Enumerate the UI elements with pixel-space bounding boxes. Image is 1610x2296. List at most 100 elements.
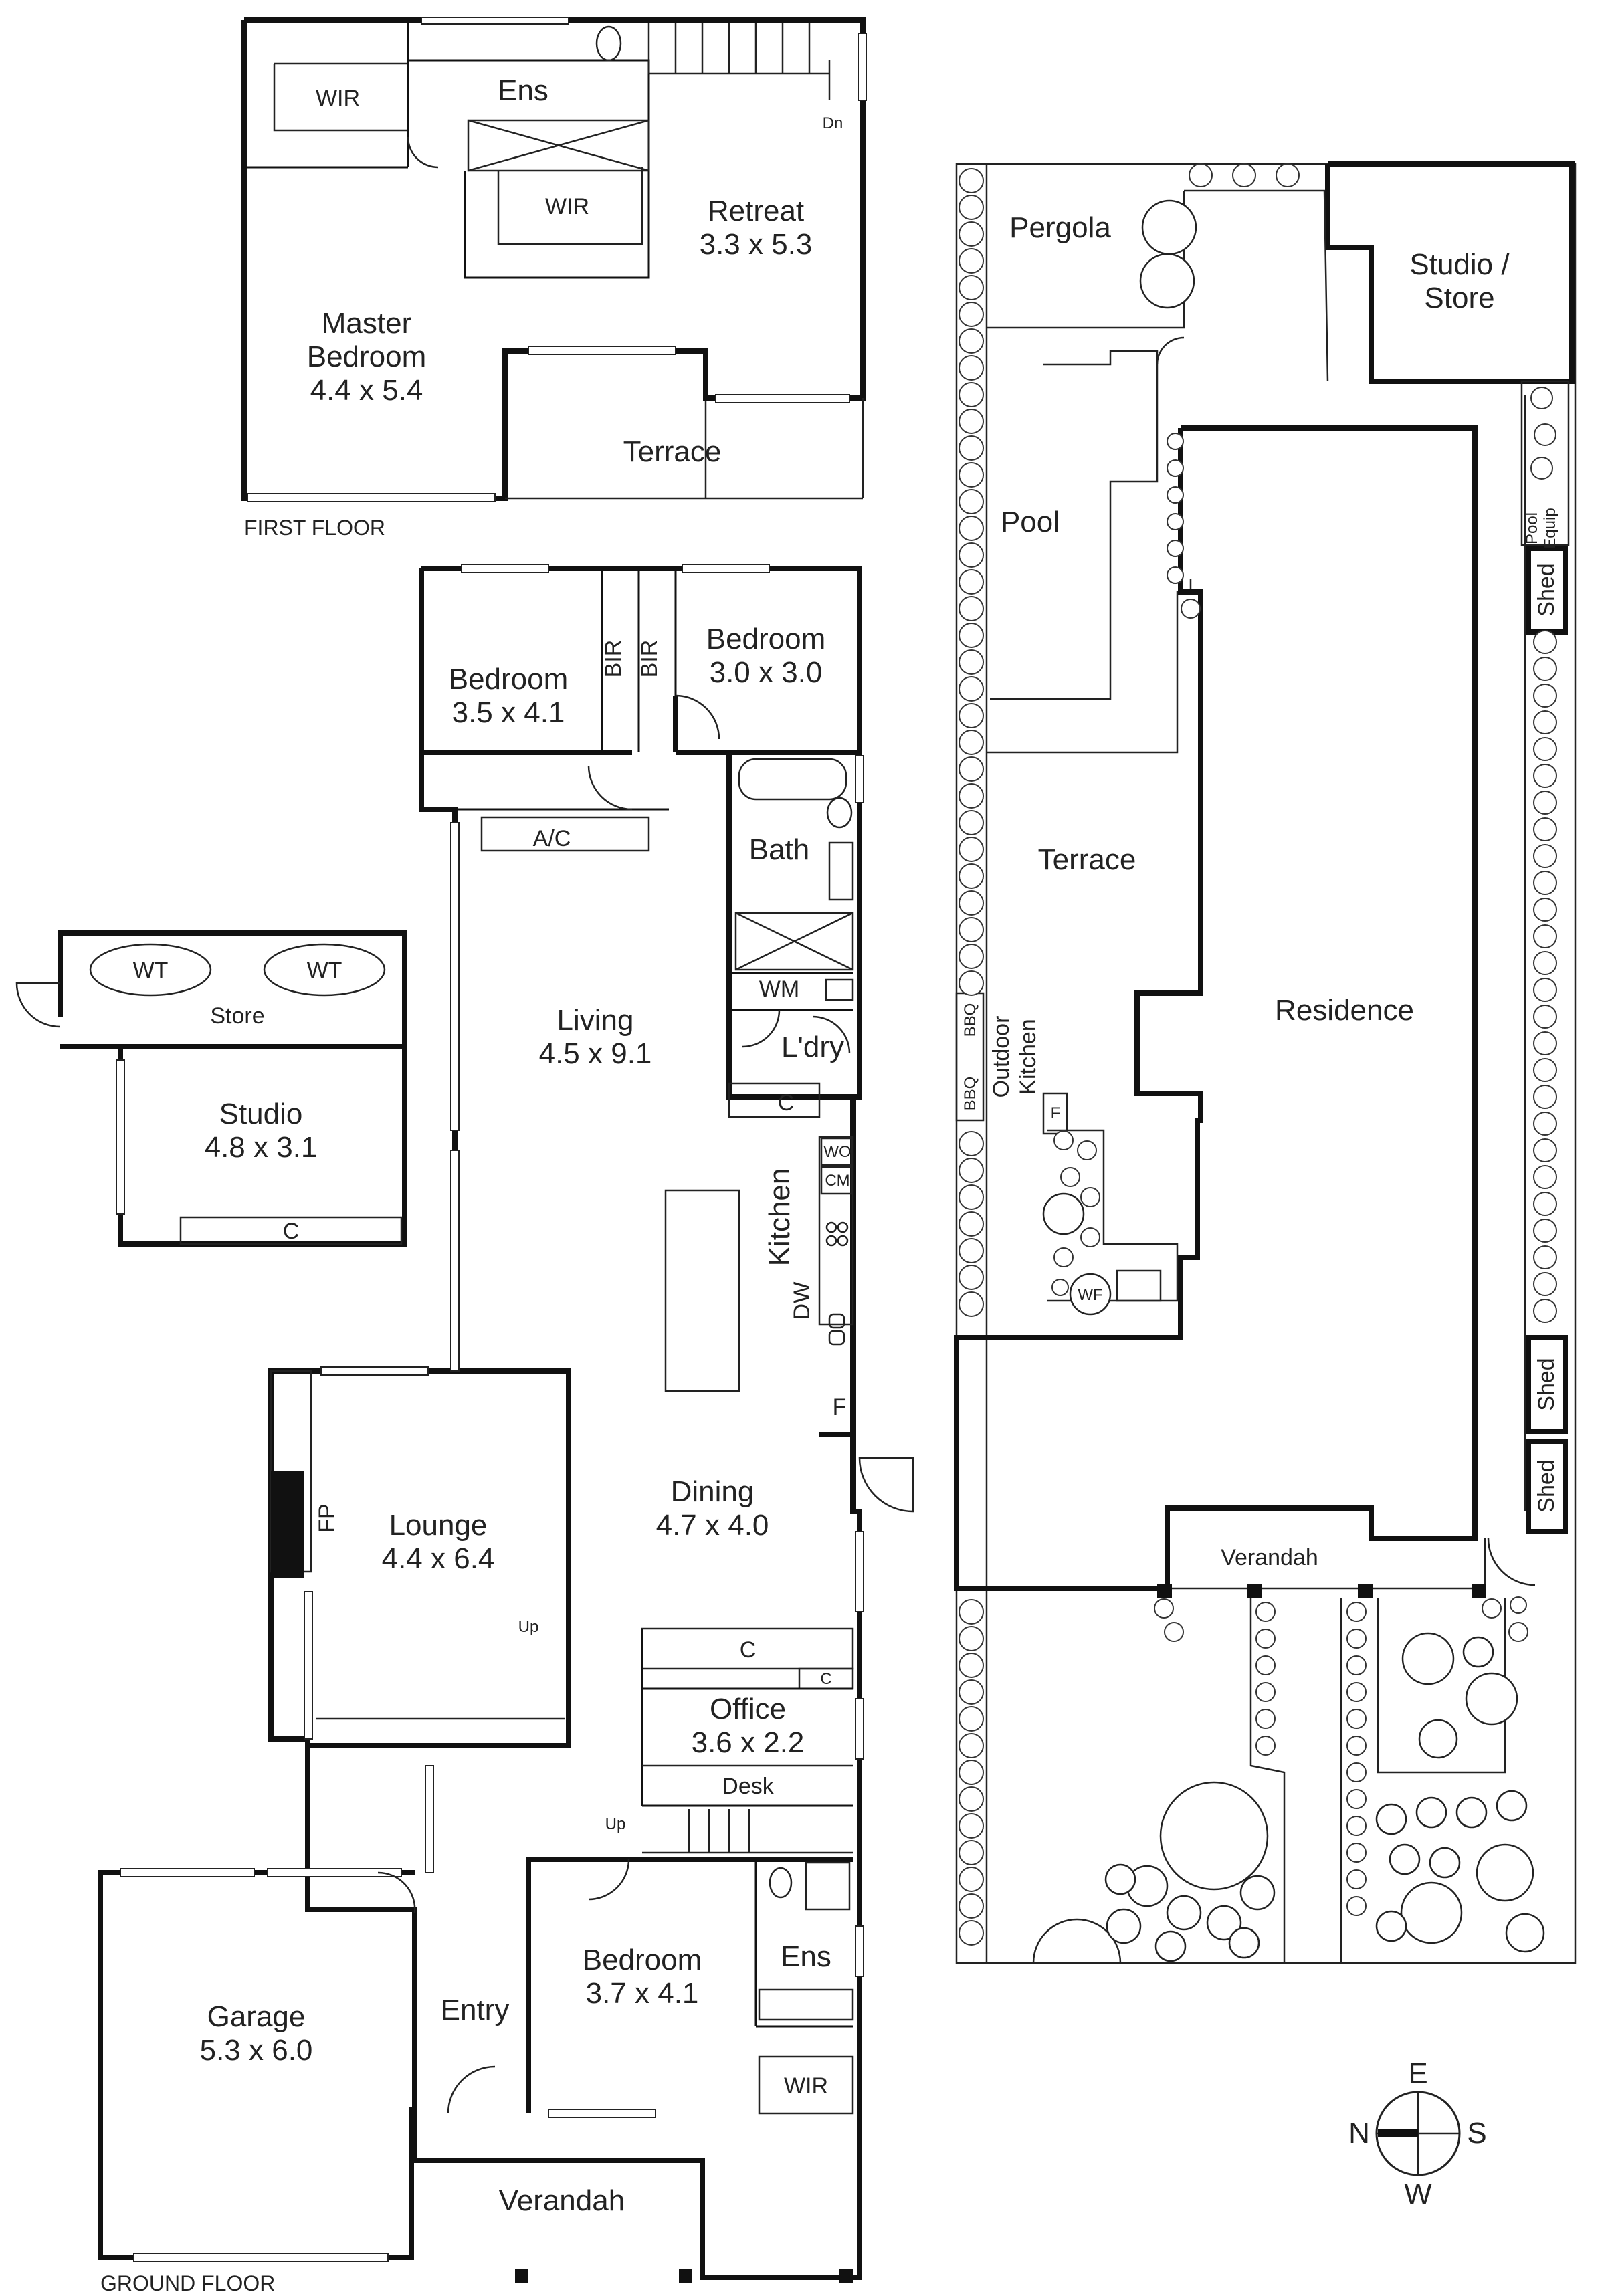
first-floor-wir-center-label: WIR bbox=[545, 194, 589, 219]
wm-label: WM bbox=[759, 976, 799, 1002]
entry-window bbox=[425, 1765, 434, 1873]
lounge-window bbox=[320, 1366, 429, 1376]
bath-toilet bbox=[826, 797, 853, 829]
pool-label: Pool bbox=[1001, 506, 1060, 538]
bedroom-a-window bbox=[461, 564, 549, 573]
ac-unit bbox=[480, 816, 650, 852]
wo-label: WO bbox=[823, 1143, 851, 1161]
cm-label: CM bbox=[825, 1172, 849, 1190]
studio-block: WT WT Store Studio 4.8 x 3.1 C bbox=[15, 930, 407, 1247]
pool-equip-label-1: Pool bbox=[1523, 512, 1541, 544]
studio-store-label-2: Store bbox=[1424, 282, 1494, 314]
compass-w: W bbox=[1404, 2178, 1432, 2210]
verandah-label: Verandah bbox=[499, 2184, 625, 2217]
fireplace bbox=[271, 1471, 304, 1578]
shed-1-label: Shed bbox=[1534, 563, 1559, 616]
shed-3 bbox=[1526, 1439, 1568, 1534]
office-c2-label: C bbox=[820, 1670, 831, 1688]
east-hedge bbox=[1533, 630, 1557, 1323]
sink-2 bbox=[828, 1330, 845, 1346]
master-window bbox=[247, 493, 496, 502]
first-floor-door-arc bbox=[407, 136, 439, 169]
laundry-door-2 bbox=[812, 1015, 851, 1054]
studio-store-outline bbox=[1325, 161, 1575, 384]
first-floor-dn-label: Dn bbox=[823, 114, 843, 132]
master-dims: 4.4 x 5.4 bbox=[310, 374, 423, 407]
living-dims: 4.5 x 9.1 bbox=[539, 1037, 652, 1070]
bedroom-c-dims: 3.7 x 4.1 bbox=[586, 1977, 699, 2010]
store-label: Store bbox=[210, 1003, 264, 1029]
studio-cupboard bbox=[179, 1216, 403, 1245]
master-label-2: Bedroom bbox=[307, 340, 427, 373]
post-2 bbox=[679, 2269, 692, 2283]
verandah-post-1 bbox=[1157, 1584, 1172, 1598]
ac-label: A/C bbox=[533, 826, 571, 851]
bedroom-a-label: Bedroom bbox=[449, 663, 569, 696]
dining-window bbox=[855, 1531, 864, 1612]
courtyard-garden bbox=[1042, 1130, 1100, 1296]
desk-label: Desk bbox=[722, 1774, 774, 1799]
lounge-label: Lounge bbox=[389, 1509, 488, 1542]
kitchen-island bbox=[664, 1189, 740, 1392]
outdoor-f-box bbox=[1042, 1092, 1068, 1135]
wf-circle bbox=[1069, 1273, 1112, 1316]
compass: N E S W bbox=[1348, 2057, 1487, 2210]
kitchen-bench bbox=[818, 1136, 854, 1326]
studio-store-path bbox=[1184, 189, 1329, 382]
bedroom-c-window bbox=[548, 2109, 656, 2118]
first-floor-stair bbox=[647, 23, 831, 100]
wo-box bbox=[820, 1137, 853, 1166]
front-gate bbox=[1032, 1918, 1122, 1964]
verandah-post-2 bbox=[1247, 1584, 1262, 1598]
ens-vanity bbox=[758, 1988, 854, 2021]
master-label-1: Master bbox=[322, 307, 411, 340]
laundry-tub bbox=[825, 978, 854, 1001]
living-sliding-door-2 bbox=[450, 1150, 460, 1372]
garden-path-1 bbox=[1249, 1598, 1286, 1963]
first-floor-terrace-label: Terrace bbox=[623, 435, 722, 468]
shed-3-label: Shed bbox=[1534, 1459, 1559, 1512]
compass-n: N bbox=[1348, 2117, 1370, 2150]
ldry-c-label: C bbox=[778, 1090, 795, 1116]
bbq-1-label: BBQ bbox=[961, 1003, 979, 1037]
verandah-post-4 bbox=[1472, 1584, 1486, 1598]
vanity-cross-2 bbox=[468, 119, 649, 172]
site-terrace-label: Terrace bbox=[1038, 843, 1136, 876]
cooktop-3 bbox=[825, 1235, 837, 1247]
office-dims: 3.6 x 2.2 bbox=[692, 1726, 805, 1759]
ldry-cupboard bbox=[728, 1082, 821, 1118]
bbq-2-label: BBQ bbox=[961, 1077, 979, 1111]
bir-1-label: BIR bbox=[601, 640, 626, 678]
studio-outline bbox=[58, 930, 407, 1247]
first-floor-wir-center bbox=[497, 167, 643, 245]
ens-toilet-gf bbox=[769, 1867, 793, 1899]
cooktop-1 bbox=[825, 1221, 837, 1233]
first-floor-caption: FIRST FLOOR bbox=[244, 516, 385, 540]
pool-equip-label-2: Equip bbox=[1541, 508, 1559, 548]
site-plan: Pergola Studio / Store Pool Pool Equip S… bbox=[954, 161, 1577, 1964]
garage-window-1 bbox=[120, 1868, 255, 1877]
kitchen-label: Kitchen bbox=[763, 1168, 796, 1267]
garage-label: Garage bbox=[207, 2000, 306, 2033]
west-hedge bbox=[959, 168, 984, 1946]
dw-label: DW bbox=[789, 1282, 815, 1320]
studio-dims: 4.8 x 3.1 bbox=[205, 1131, 318, 1164]
office-window bbox=[855, 1698, 864, 1760]
verandah-post-3 bbox=[1358, 1584, 1373, 1598]
water-tank-2 bbox=[263, 943, 386, 997]
retreat-terrace-window bbox=[715, 394, 850, 403]
garage-door-arc bbox=[377, 1871, 416, 1913]
post-1 bbox=[515, 2269, 528, 2283]
ground-wir-label: WIR bbox=[784, 2073, 828, 2099]
dining-label: Dining bbox=[671, 1475, 754, 1508]
pool-outline bbox=[990, 350, 1159, 700]
first-floor-wir-left-label: WIR bbox=[316, 86, 360, 111]
side-gate bbox=[1487, 1538, 1536, 1586]
office-label: Office bbox=[710, 1693, 786, 1726]
ground-floor-caption: GROUND FLOOR bbox=[100, 2271, 275, 2295]
residence-label: Residence bbox=[1275, 994, 1414, 1027]
shower-cross-2 bbox=[735, 912, 853, 971]
ground-floor-outline bbox=[268, 566, 862, 2280]
bedroom-a-door bbox=[587, 765, 633, 811]
